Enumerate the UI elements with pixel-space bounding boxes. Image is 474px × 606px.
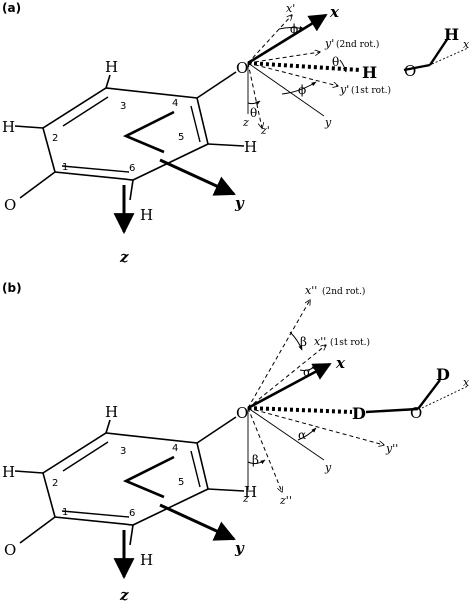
panel-b-label: (b) [2,281,22,295]
panel-a-axis-x-label: x [329,3,340,21]
panel-a-ring-number-6: 6 [129,163,135,174]
panel-a-axis-x-prime-label: x' [286,2,295,15]
panel-a-angle-phi-bottom: ϕ [298,83,306,97]
panel-a-axis-z-small-label: z [242,116,249,129]
panel-b-angle-beta-top: β [300,335,307,349]
panel-a-angle-theta-right: θ [332,55,339,69]
panel-a-atom-h-water: H [444,25,459,44]
panel-b-angle-alpha-top: α [303,365,311,379]
panel-b-atom-o-ether: O [236,404,248,422]
panel-a-ring-number-4: 4 [172,98,178,109]
panel-a-angle-phi-top: ϕ [290,22,298,36]
panel-b-atom-h5: H [244,483,257,501]
panel-b-atom-d-bond: D [352,404,366,423]
panel-b-axis-x-dprime-1st-note: (1st rot.) [330,337,370,348]
panel-b-ring-number-3: 3 [120,446,126,457]
panel-a-atom-h2: H [2,118,15,136]
panel-b-angle-alpha-bottom: α [298,428,306,442]
panel-b-atom-h6: H [140,551,153,569]
panel-a-axis-z-prime-label: z' [260,124,270,137]
panel-b-ring-number-6: 6 [129,508,135,519]
panel-b-atom-d-water: D [436,365,450,384]
panel-a-atom-o-hydroxyl: O [4,196,16,214]
panel-a-body-axes [113,13,328,235]
panel-b-benzene-ring [14,416,245,546]
panel-b-angle-beta-bottom: β [252,453,259,467]
panel-b-ring-number-5: 5 [178,477,184,488]
panel-a-axis-x-water-label: x [463,38,470,51]
panel-a-atom-o-water: O [404,62,416,80]
panel-b-axis-x-dprime-2nd-label: x'' [305,284,317,297]
panel-b-rotated-axes [247,300,469,492]
panel-a-rotated-axes [247,15,469,128]
panel-a-atom-h6: H [140,206,153,224]
panel-a-axis-y-prime-2nd-note: (2nd rot.) [336,39,379,50]
panel-b-ring-number-1: 1 [62,507,68,518]
panel-b-ring-number-4: 4 [172,443,178,454]
panel-b-axis-x-water-label: x [463,376,470,389]
panel-a-axis-y-prime-1st-label: y' [339,83,349,96]
panel-a-ring-number-2: 2 [52,133,58,144]
panel-b-axis-z-small-label: z [242,492,249,505]
panel-a-atom-h3: H [105,58,118,76]
panel-a-axis-y-prime-1st-note: (1st rot.) [351,85,391,96]
panel-a-ring-number-1: 1 [62,162,68,173]
panel-a: (a) 1 2 3 4 5 6 O H H H H O [2,1,470,266]
panel-b-axis-z-label: z [119,586,129,604]
panel-b-axis-z-dprime-label: z'' [279,494,292,507]
panel-b-ring-number-2: 2 [52,478,58,489]
panel-a-ring-number-5: 5 [178,132,184,143]
panel-a-angle-theta-bottom: θ [250,106,257,120]
panel-b-atom-o-hydroxyl: O [4,541,16,559]
panel-a-atom-o-ether: O [236,59,248,77]
panel-a-axis-y-prime-2nd-label: y' [324,37,334,50]
panel-b-axis-y-small-label: y [324,461,332,474]
panel-b-atom-o-water: O [410,404,422,422]
panel-a-axis-z-label: z [119,248,129,266]
panel-b-body-axes [113,362,332,580]
panel-b-atom-h2: H [2,463,15,481]
panel-b-axis-x-label: x [335,354,346,372]
panel-a-axis-y-small-label: y [324,116,332,129]
panel-b-axis-y-label: y [234,539,245,557]
panel-b-axis-y-dprime-label: y'' [385,442,398,455]
panel-b-atom-h3: H [105,403,118,421]
panel-a-ring-number-3: 3 [120,101,126,112]
panel-a-benzene-ring [14,71,245,201]
panel-a-atom-h-bond: H [362,63,377,82]
panel-a-label: (a) [2,1,21,15]
panel-a-axis-y-label: y [234,194,245,212]
panel-a-atom-h5: H [244,138,257,156]
panel-b-axis-x-dprime-2nd-note: (2nd rot.) [322,286,365,297]
panel-b-axis-x-dprime-1st-label: x'' [314,335,326,348]
panel-b: (b) 1 2 3 4 5 6 O H H H H O [2,281,470,604]
